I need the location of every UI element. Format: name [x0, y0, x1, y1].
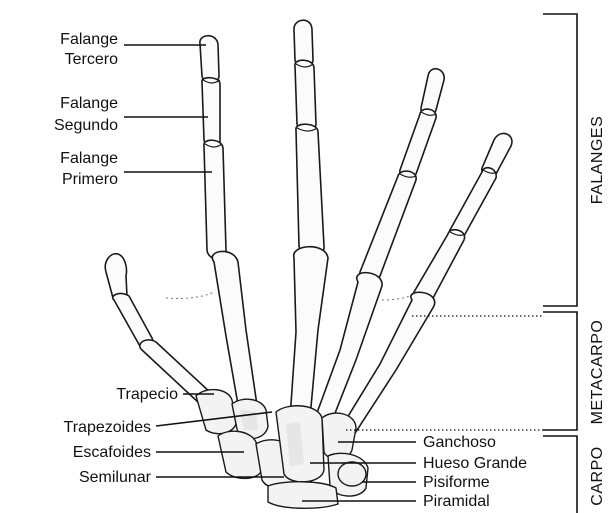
metacarpo-bracket — [543, 312, 577, 430]
section-label-metacarpo: METACARPO — [589, 320, 606, 425]
thumb-bones — [105, 254, 215, 406]
label-falange-segundo-line2: Segundo — [54, 117, 118, 134]
section-label-falanges: FALANGES — [589, 116, 606, 204]
label-trapecio: Trapecio — [116, 386, 178, 403]
index-finger-bones — [200, 36, 259, 424]
carpal-bones — [196, 390, 368, 509]
label-ganchoso: Ganchoso — [423, 434, 496, 451]
label-falange-segundo-line1: Falange — [60, 95, 118, 112]
label-falange-primero-line2: Primero — [62, 171, 118, 188]
label-semilunar: Semilunar — [79, 469, 152, 486]
label-trapezoides: Trapezoides — [64, 419, 151, 436]
falanges-bracket — [543, 14, 577, 306]
label-falange-primero-line1: Falange — [60, 150, 118, 167]
label-falange-tercero-line1: Falange — [60, 31, 118, 48]
middle-finger-bones — [290, 20, 328, 427]
carpo-bracket — [543, 436, 577, 513]
label-pisiforme: Pisiforme — [423, 474, 490, 491]
label-escafoides: Escafoides — [73, 444, 151, 461]
label-piramidal: Piramidal — [423, 493, 490, 510]
section-label-carpo: CARPO — [589, 446, 606, 505]
label-falange-tercero-line2: Tercero — [65, 51, 118, 68]
label-hueso-grande: Hueso Grande — [423, 455, 527, 472]
